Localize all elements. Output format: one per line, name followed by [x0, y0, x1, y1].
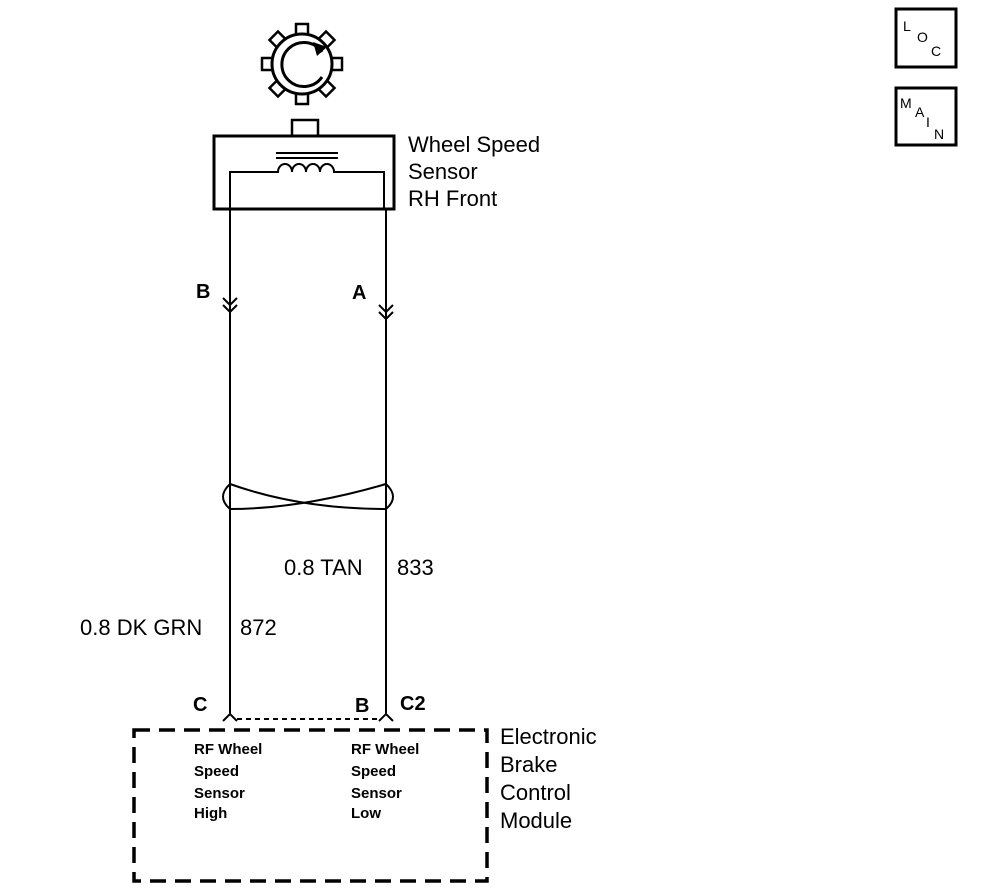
pin-low-line-3: Sensor: [351, 785, 402, 802]
loc-letter-l: L: [903, 18, 911, 34]
module-label-line-2: Brake: [500, 752, 557, 777]
sensor-label-line-1: Wheel Speed: [408, 132, 540, 157]
module-pin-right-icon: [378, 712, 394, 722]
coil-icon: [229, 163, 385, 209]
sensor-connector-left-icon: [222, 297, 238, 314]
pin-label-high: RF Wheel Speed Sensor High: [194, 741, 262, 822]
main-letter-i: I: [926, 114, 930, 130]
loc-letter-o: O: [917, 29, 928, 45]
module-label-line-1: Electronic: [500, 724, 597, 749]
sensor-label-line-3: RH Front: [408, 186, 497, 211]
pin-low-line-4: Low: [351, 805, 381, 822]
pin-high-line-3: Sensor: [194, 785, 245, 802]
sensor-terminal-right: A: [352, 282, 366, 304]
sensor-label: Wheel Speed Sensor RH Front: [408, 132, 540, 211]
main-button[interactable]: M A I N: [894, 86, 958, 147]
pin-label-low: RF Wheel Speed Sensor Low: [351, 741, 419, 822]
main-letter-m: M: [900, 95, 912, 111]
module-connector-id: C2: [400, 693, 426, 715]
pin-high-line-1: RF Wheel: [194, 741, 262, 758]
pin-low-line-2: Speed: [351, 763, 396, 780]
pin-high-line-2: Speed: [194, 763, 239, 780]
loc-button[interactable]: L O C: [894, 7, 958, 69]
wire-left-circuit: 872: [240, 615, 277, 640]
ebcm-box: [132, 728, 489, 883]
sensor-terminal-left: B: [196, 281, 210, 303]
module-terminal-right: B: [355, 695, 369, 717]
module-terminal-left: C: [193, 694, 207, 716]
module-label: Electronic Brake Control Module: [500, 724, 597, 833]
pin-low-line-1: RF Wheel: [351, 741, 419, 758]
pin-high-line-4: High: [194, 805, 227, 822]
main-letter-n: N: [934, 126, 944, 142]
tone-wheel-icon: [260, 22, 344, 106]
twisted-pair-icon: [222, 482, 394, 511]
wire-right-size-color: 0.8 TAN: [284, 555, 363, 580]
module-label-line-4: Module: [500, 808, 572, 833]
module-pin-left-icon: [222, 712, 238, 722]
sensor-connector-right-icon: [378, 304, 394, 321]
main-letter-a: A: [915, 104, 925, 120]
wire-left-size-color: 0.8 DK GRN: [80, 615, 202, 640]
module-label-line-3: Control: [500, 780, 571, 805]
wheel-speed-sensor: [212, 118, 396, 211]
wire-right-circuit: 833: [397, 555, 434, 580]
loc-letter-c: C: [931, 43, 941, 59]
sensor-label-line-2: Sensor: [408, 159, 478, 184]
